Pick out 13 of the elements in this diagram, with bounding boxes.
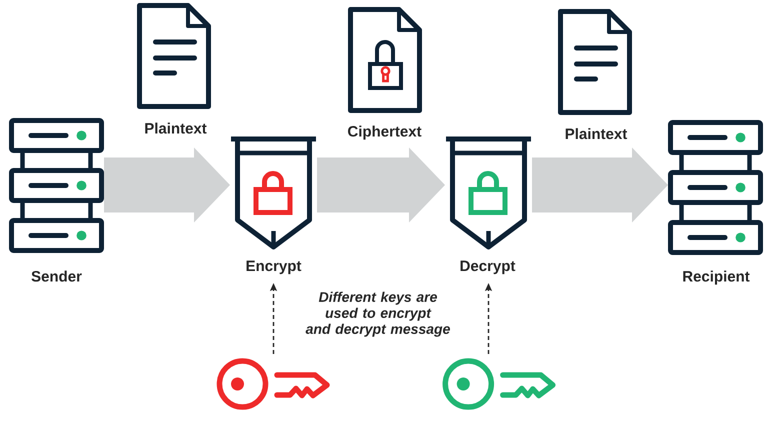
note-text: Different keys are used to encrypt and decrypt message: [306, 292, 450, 337]
edge-label: Plaintext: [145, 122, 207, 134]
node-label: Decrypt: [460, 260, 516, 274]
key-icon: [216, 358, 330, 410]
edge-label: Ciphertext: [348, 126, 422, 140]
block-arrow: [104, 148, 230, 222]
key-icon: [442, 358, 556, 410]
edge-label: Plaintext: [566, 128, 628, 140]
node-label: Recipient: [683, 270, 750, 285]
node-label: Encrypt: [246, 260, 302, 274]
block-arrow: [317, 148, 445, 222]
block-arrow: [532, 148, 668, 222]
node-label: Sender: [32, 270, 82, 282]
